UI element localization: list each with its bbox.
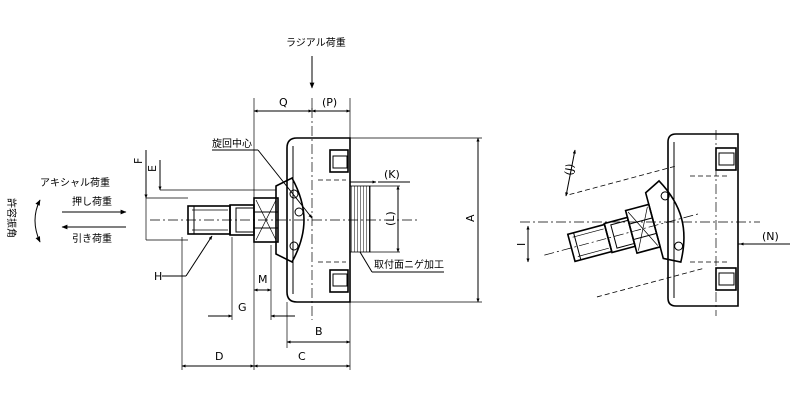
- mounting-face-relief: [349, 185, 371, 253]
- swing-angle-label: 許容振角: [5, 198, 18, 238]
- radial-load-indicator: ラジアル荷重: [286, 36, 346, 89]
- swing-angle-arc: [34, 199, 41, 243]
- dim-H: H: [154, 270, 162, 283]
- tilted-view: (J) I (N): [515, 130, 790, 316]
- radial-load-label: ラジアル荷重: [286, 36, 346, 49]
- dim-I: I: [515, 243, 528, 246]
- rotation-center-label: 旋回中心: [212, 137, 252, 150]
- pull-load-label: 引き荷重: [72, 232, 112, 245]
- mounting-face-label: 取付面ニゲ加工: [374, 258, 444, 271]
- dim-E: E: [146, 165, 159, 172]
- dim-J: (J): [562, 163, 577, 177]
- main-view: Q (P) A (K) (L) F E H M G B D: [132, 96, 482, 370]
- axial-load-label: アキシャル荷重: [40, 176, 110, 189]
- push-load-label: 押し荷重: [72, 195, 112, 208]
- dim-B: B: [315, 325, 323, 338]
- dim-K: (K): [384, 168, 400, 181]
- dim-L: (L): [384, 211, 397, 226]
- dim-M: M: [258, 273, 268, 286]
- dim-P: (P): [322, 96, 337, 109]
- dim-N: (N): [762, 230, 779, 243]
- dim-G: G: [238, 301, 247, 314]
- dim-C: C: [298, 350, 306, 363]
- dim-A: A: [464, 214, 477, 222]
- axial-load-indicator: アキシャル荷重 押し荷重 引き荷重 許容振角: [5, 176, 127, 245]
- dim-Q: Q: [279, 96, 288, 109]
- dim-F: F: [132, 158, 145, 164]
- dim-D: D: [215, 350, 223, 363]
